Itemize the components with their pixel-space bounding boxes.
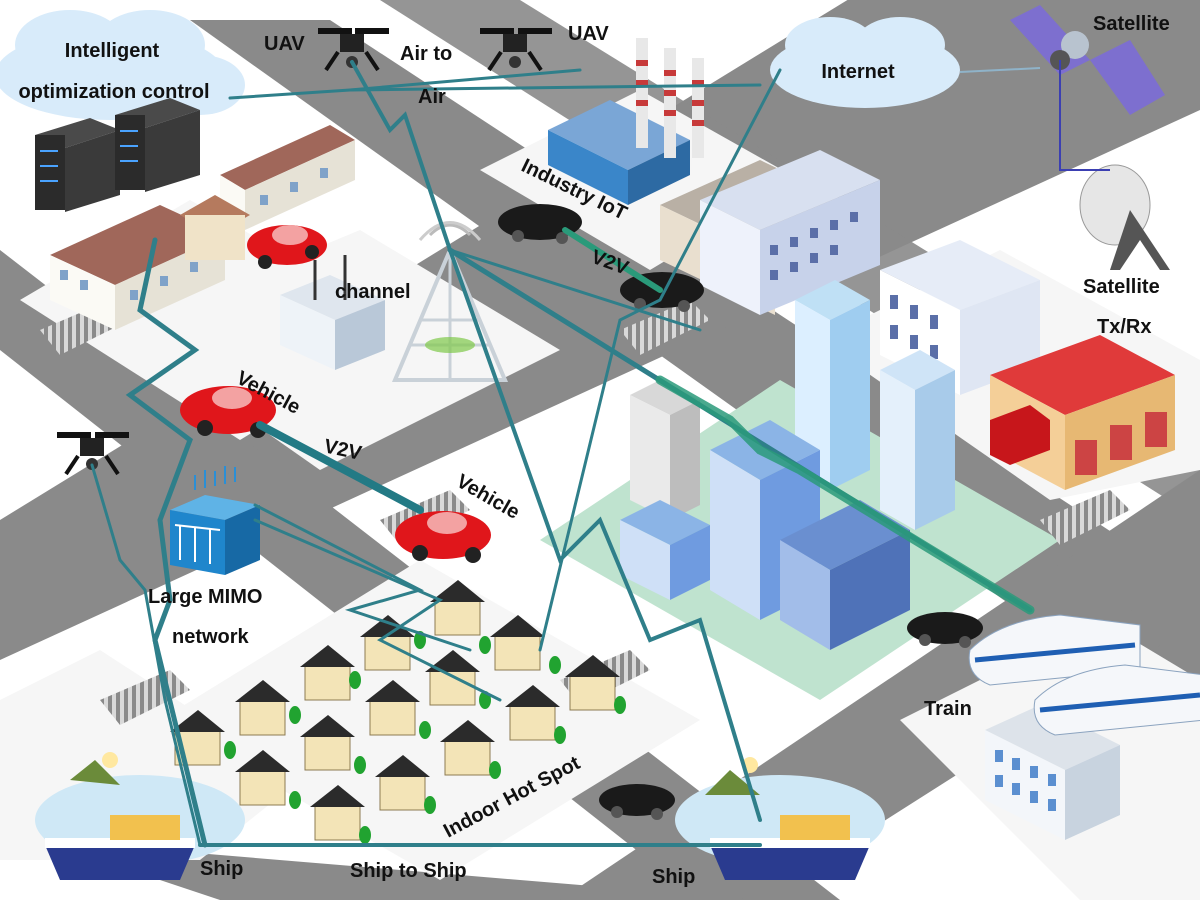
fire-station-building (990, 335, 1175, 490)
hospital-building (985, 705, 1120, 840)
intelligent-control-cloud: Intelligent optimization control (0, 10, 245, 120)
large-mimo-label-1: Large MIMO (148, 586, 262, 608)
satellite-txrx-label-1: Satellite (1083, 276, 1160, 298)
train-label: Train (924, 698, 972, 720)
satellite-label: Satellite (1093, 13, 1170, 35)
uav-right-label: UAV (568, 23, 609, 45)
ship-left-label: Ship (200, 858, 243, 880)
server-rack-icon (35, 98, 200, 212)
control-cloud-label-2: optimization control (18, 81, 209, 103)
uav-left-label: UAV (264, 33, 305, 55)
red-car-icon (247, 225, 327, 269)
satellite-dish-link (1059, 60, 1110, 171)
ship-right-label: Ship (652, 866, 695, 888)
internet-cloud: Internet (770, 17, 960, 108)
air-to-air-label-2: Air (418, 86, 446, 108)
air-to-air-label-1: Air to (400, 43, 452, 65)
internet-label: Internet (821, 61, 895, 83)
uav-drone-icon (57, 432, 129, 476)
channel-label: channel (335, 281, 411, 303)
train-icon (968, 614, 1200, 736)
satellite-txrx-label-2: Tx/Rx (1097, 316, 1151, 338)
large-mimo-label-2: network (172, 626, 250, 648)
communication-tower-icon (391, 221, 509, 382)
office-building (660, 150, 1040, 395)
factory-building (548, 38, 704, 205)
control-cloud-label-1: Intelligent (65, 40, 160, 62)
black-car-icon (907, 612, 983, 648)
channel-building (280, 255, 385, 370)
communication-links (90, 60, 1035, 848)
ship-to-ship-label: Ship to Ship (350, 860, 467, 882)
red-car-icon (395, 511, 491, 563)
uav-drone-icon (480, 28, 552, 72)
black-car-icon (599, 784, 675, 820)
red-car-icon (180, 386, 276, 438)
black-car-icon (498, 204, 582, 244)
mimo-base-station-icon (170, 466, 260, 575)
ship-right-icon (675, 757, 885, 880)
city-tower-cluster (620, 280, 955, 650)
satellite-dish-icon (1079, 164, 1170, 270)
internet-satellite-link (959, 67, 1041, 73)
